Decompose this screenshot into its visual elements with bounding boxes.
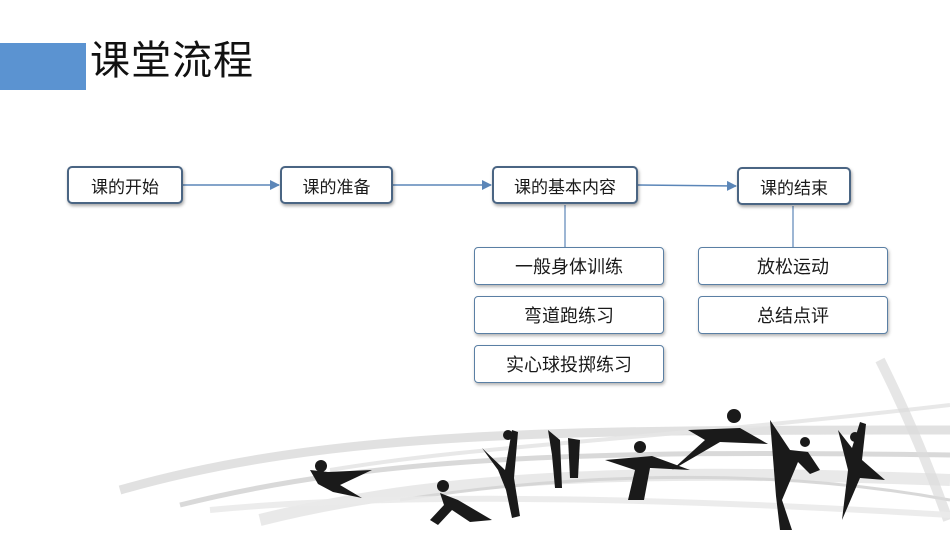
content-item-3: 实心球投掷练习 (474, 345, 664, 383)
content-item-1: 一般身体训练 (474, 247, 664, 285)
title-accent-bar (0, 43, 86, 90)
end-item-1: 放松运动 (698, 247, 888, 285)
page-title: 课堂流程 (90, 38, 254, 84)
arrow-content-to-end (637, 180, 737, 191)
swoosh-lines (118, 357, 950, 526)
flow-step-end: 课的结束 (737, 167, 851, 205)
flow-step-prepare: 课的准备 (280, 166, 393, 204)
flow-step-start: 课的开始 (67, 166, 183, 204)
athlete-silhouettes (310, 409, 885, 530)
flow-step-content: 课的基本内容 (492, 166, 638, 204)
content-item-2: 弯道跑练习 (474, 296, 664, 334)
end-item-2: 总结点评 (698, 296, 888, 334)
